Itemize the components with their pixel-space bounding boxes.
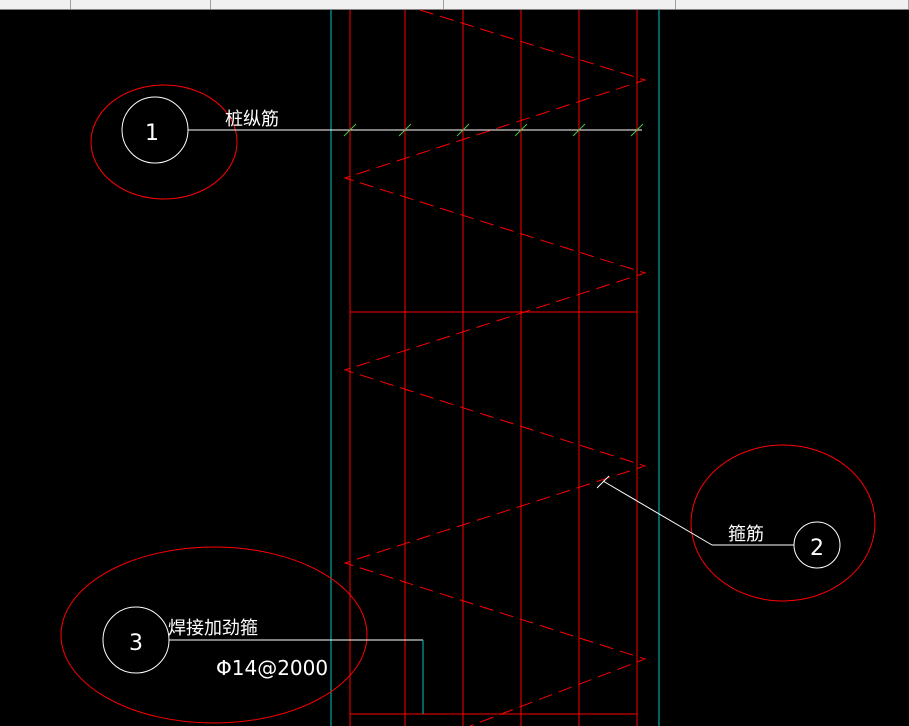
- toolbar-cell[interactable]: [0, 0, 71, 9]
- callout-number: 3: [129, 631, 143, 656]
- callout-label: 箍筋: [728, 524, 764, 545]
- rebar-spec: Φ14@2000: [216, 656, 328, 680]
- toolbar-cell[interactable]: [210, 0, 444, 9]
- tick-mark: [596, 475, 610, 489]
- tick-mark: [514, 123, 528, 137]
- tick-mark: [456, 123, 470, 137]
- tick-mark: [343, 123, 357, 137]
- tick-mark: [572, 123, 586, 137]
- callout-3[interactable]: 3 焊接加劲箍 Φ14@2000: [60, 546, 424, 724]
- callout-label: 焊接加劲箍: [168, 618, 258, 639]
- callout-highlight-ellipse: [60, 546, 368, 724]
- intersection-ticks: [343, 123, 644, 137]
- longitudinal-rebars: [349, 10, 638, 726]
- callout-number: 2: [810, 536, 824, 561]
- callout-2[interactable]: 2 箍筋: [596, 444, 876, 602]
- callout-1[interactable]: 1 桩纵筋: [90, 84, 644, 200]
- toolbar-cell[interactable]: [70, 0, 211, 9]
- tick-mark: [630, 123, 644, 137]
- tick-mark: [398, 123, 412, 137]
- callout-label: 桩纵筋: [225, 109, 279, 130]
- callout-highlight-ellipse: [90, 84, 238, 200]
- spiral-stirrup: [343, 9, 647, 726]
- callout-highlight-ellipse: [690, 444, 876, 602]
- toolbar-cell[interactable]: [443, 0, 676, 9]
- callout-number: 1: [145, 121, 159, 146]
- leader-line: [602, 480, 713, 546]
